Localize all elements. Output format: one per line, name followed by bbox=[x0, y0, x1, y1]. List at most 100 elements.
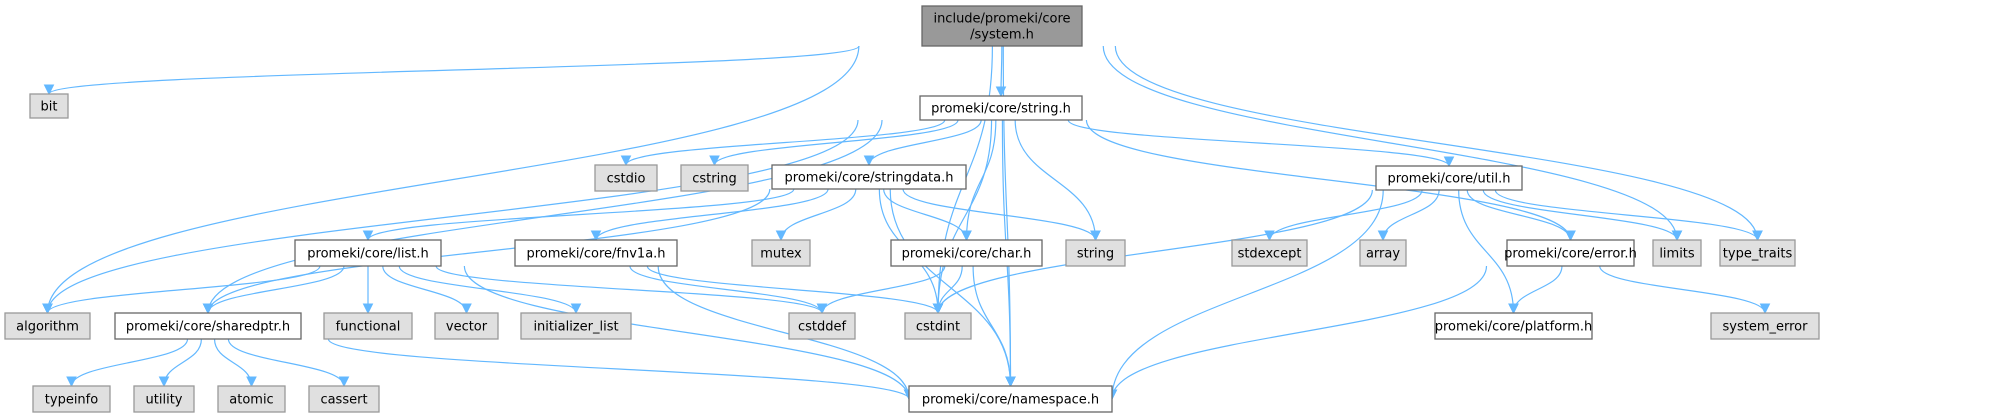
edge-util_h-to-namespace_h bbox=[1111, 189, 1384, 400]
node-box bbox=[1065, 239, 1126, 267]
node-box bbox=[1710, 312, 1820, 340]
node-box bbox=[921, 5, 1083, 47]
node-box bbox=[114, 312, 302, 340]
node-box bbox=[308, 385, 380, 413]
node-char-h[interactable]: promeki/core/char.h bbox=[890, 239, 1043, 267]
node-label: promeki/core/error.h bbox=[1504, 247, 1637, 262]
arrowhead-error_h-to-platform_h bbox=[1508, 303, 1519, 315]
edge-list_h-to-cstddef bbox=[435, 265, 823, 314]
edge-fnv1a_h-to-cstdint bbox=[646, 265, 939, 314]
node-limits: limits bbox=[1652, 239, 1702, 267]
node-box bbox=[1719, 239, 1796, 267]
node-platform-h[interactable]: promeki/core/platform.h bbox=[1434, 312, 1593, 340]
node-fnv1a-h[interactable]: promeki/core/fnv1a.h bbox=[514, 239, 678, 267]
node-system-h[interactable]: include/promeki/core/system.h bbox=[921, 5, 1083, 47]
node-error-h[interactable]: promeki/core/error.h bbox=[1504, 239, 1637, 267]
node-label: vector bbox=[446, 320, 488, 335]
edge-stringdata_h-to-fnv1a_h bbox=[595, 188, 829, 241]
node-box bbox=[771, 164, 967, 190]
arrowhead-string_h-to-stringdata_h bbox=[863, 155, 875, 167]
node-cstdint: cstdint bbox=[904, 312, 972, 340]
node-label: typeinfo bbox=[45, 393, 98, 408]
arrowhead-stringdata_h-to-list_h bbox=[362, 230, 374, 242]
arrowhead-sharedptr_h-to-utility bbox=[158, 376, 170, 388]
node-initializer-list: initializer_list bbox=[520, 312, 632, 340]
nodes-layer: include/promeki/core/system.h bit promeki/… bbox=[4, 5, 1820, 413]
arrowhead-string_h-to-util_h bbox=[1443, 156, 1455, 168]
edge-char_h-to-cstddef bbox=[821, 265, 946, 314]
node-label: cstdint bbox=[916, 320, 960, 335]
edge-stringdata_h-to-char_h bbox=[883, 188, 968, 241]
node-array: array bbox=[1359, 239, 1407, 267]
node-label: promeki/core/list.h bbox=[307, 247, 428, 262]
node-label: bit bbox=[41, 100, 58, 115]
node-label: promeki/core/stringdata.h bbox=[785, 171, 954, 186]
node-box bbox=[751, 239, 811, 267]
arrowhead-util_h-to-limits bbox=[1671, 230, 1683, 242]
node-box bbox=[217, 385, 286, 413]
node-label: atomic bbox=[229, 393, 273, 408]
node-box bbox=[680, 164, 749, 192]
node-util-h[interactable]: promeki/core/util.h bbox=[1375, 165, 1523, 191]
edge-sharedptr_h-to-typeinfo bbox=[70, 338, 189, 387]
edge-list_h-to-namespace_h bbox=[463, 265, 910, 400]
arrowhead-list_h-to-sharedptr_h bbox=[202, 303, 214, 315]
node-label: promeki/core/sharedptr.h bbox=[126, 320, 290, 335]
arrowhead-list_h-to-vector bbox=[461, 303, 472, 315]
node-box bbox=[514, 239, 678, 267]
node-box bbox=[1231, 239, 1308, 267]
arrowhead-char_h-to-cstddef bbox=[816, 303, 828, 315]
node-label: array bbox=[1366, 247, 1400, 262]
node-box bbox=[1375, 165, 1523, 191]
node-label: cassert bbox=[320, 393, 367, 408]
arrowhead-sharedptr_h-to-atomic bbox=[246, 376, 257, 388]
node-atomic: atomic bbox=[217, 385, 286, 413]
node-box bbox=[1506, 239, 1635, 267]
node-list-h[interactable]: promeki/core/list.h bbox=[294, 239, 442, 267]
node-stringdata-h[interactable]: promeki/core/stringdata.h bbox=[771, 164, 967, 190]
node-label: type_traits bbox=[1723, 247, 1793, 262]
node-label: functional bbox=[336, 320, 401, 335]
node-label: cstddef bbox=[798, 320, 847, 335]
node-label: algorithm bbox=[16, 320, 79, 335]
node-label: stdexcept bbox=[1238, 247, 1302, 262]
arrowhead-util_h-to-type_traits bbox=[1752, 230, 1763, 242]
node-bit: bit bbox=[29, 93, 69, 119]
node-box bbox=[908, 385, 1113, 413]
edge-char_h-to-namespace_h bbox=[972, 265, 1012, 387]
edge-util_h-to-type_traits bbox=[1494, 189, 1759, 241]
node-box bbox=[29, 93, 69, 119]
edge-stringdata_h-to-sharedptr_h bbox=[207, 188, 771, 314]
node-string-h[interactable]: promeki/core/string.h bbox=[919, 95, 1083, 121]
node-namespace-h[interactable]: promeki/core/namespace.h bbox=[908, 385, 1113, 413]
arrowhead-util_h-to-array bbox=[1377, 230, 1389, 242]
edge-system_h-to-algorithm bbox=[46, 45, 860, 314]
arrowhead-error_h-to-system_error bbox=[1759, 303, 1771, 315]
edge-system_h-to-bit bbox=[48, 45, 860, 95]
edge-list_h-to-algorithm bbox=[46, 265, 321, 314]
edge-list_h-to-sharedptr_h bbox=[207, 265, 345, 314]
edge-error_h-to-platform_h bbox=[1512, 265, 1563, 314]
edge-string_h-to-string bbox=[1014, 119, 1097, 241]
arrowhead-util_h-to-stdexcept bbox=[1264, 230, 1275, 242]
edge-error_h-to-namespace_h bbox=[1111, 265, 1488, 400]
node-box bbox=[594, 164, 658, 192]
edge-list_h-to-vector bbox=[382, 265, 468, 314]
node-utility: utility bbox=[133, 385, 195, 413]
edge-string_h-to-util_h bbox=[1067, 119, 1450, 167]
arrowhead-stringdata_h-to-char_h bbox=[961, 230, 972, 242]
node-box bbox=[434, 312, 499, 340]
node-string: string bbox=[1065, 239, 1126, 267]
edge-stringdata_h-to-list_h bbox=[367, 188, 795, 241]
node-box bbox=[890, 239, 1043, 267]
node-functional: functional bbox=[323, 312, 413, 340]
node-label: promeki/core/char.h bbox=[902, 247, 1032, 262]
node-sharedptr-h[interactable]: promeki/core/sharedptr.h bbox=[114, 312, 302, 340]
arrowhead-list_h-to-functional bbox=[362, 303, 374, 315]
node-box bbox=[133, 385, 195, 413]
node-vector: vector bbox=[434, 312, 499, 340]
arrowhead-list_h-to-initializer_list bbox=[570, 303, 582, 315]
edge-string_h-to-stringdata_h bbox=[868, 119, 982, 166]
node-box bbox=[1359, 239, 1407, 267]
edge-sharedptr_h-to-cassert bbox=[227, 338, 345, 387]
